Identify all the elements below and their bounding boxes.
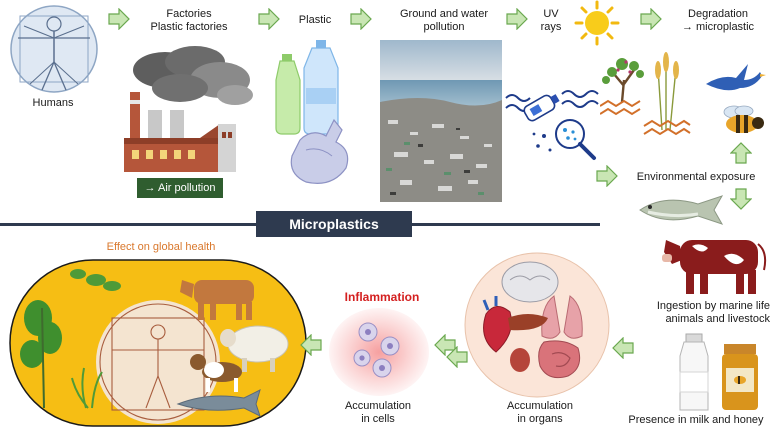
milk-honey-label: Presence in milk and honey [628, 414, 764, 426]
degradation-label: Degradation → microplastic [668, 8, 768, 34]
microplastics-banner: Microplastics [256, 211, 412, 237]
effect-on-global-health-label: Effect on global health [106, 241, 216, 253]
pollution-line-1: Ground and water [399, 8, 489, 20]
ingestion-line-1: Ingestion by marine life [656, 300, 770, 312]
bird-illustration [702, 54, 766, 98]
flow-arrow-down [730, 188, 752, 210]
ingestion-label: Ingestion by marine life animals and liv… [630, 300, 770, 326]
fish-illustration [634, 192, 726, 228]
uv-label: UV rays [536, 8, 566, 34]
plastic-label: Plastic [298, 14, 332, 26]
polluted-beach-photo [380, 40, 502, 202]
environmental-exposure-label: Environmental exposure [636, 171, 756, 183]
air-pollution-label: → Air pollution [144, 182, 216, 194]
humans-illustration [6, 4, 102, 94]
microplastic-scene-illustration [504, 80, 604, 170]
bee-illustration [714, 102, 768, 138]
degradation-line-2: → microplastic [681, 21, 755, 33]
cells-line-1: Accumulation [344, 400, 412, 412]
organs-line-2: in organs [517, 413, 563, 425]
plastic-bottles-illustration [272, 38, 362, 190]
flow-arrow-right [596, 165, 618, 187]
pollution-line-2: pollution [423, 21, 465, 33]
inflamed-cells-illustration [326, 306, 432, 398]
humans-label: Humans [32, 97, 74, 109]
air-pollution-box: → Air pollution [137, 178, 223, 198]
flow-arrow-up [730, 142, 752, 164]
pollution-label: Ground and water pollution [384, 8, 504, 34]
accumulation-organs-label: Accumulation in organs [494, 400, 586, 426]
uv-line-2: rays [540, 21, 562, 33]
flow-arrow-left [612, 337, 634, 359]
milk-bottle-illustration [674, 332, 714, 412]
flow-arrow-left [446, 346, 468, 368]
degradation-line-1: Degradation [688, 8, 748, 20]
factory-illustration [120, 40, 255, 175]
flow-arrow-right [108, 8, 130, 30]
factories-label: Factories Plastic factories [134, 8, 244, 34]
factories-line-2: Plastic factories [150, 21, 228, 33]
honey-jar-illustration [720, 342, 760, 412]
global-health-oval [8, 258, 308, 428]
inflammation-label: Inflammation [344, 290, 420, 304]
flow-arrow-left [300, 334, 322, 356]
ingestion-line-2: animals and livestock [665, 313, 770, 325]
organs-line-1: Accumulation [506, 400, 574, 412]
accumulation-cells-label: Accumulation in cells [332, 400, 424, 426]
plants-illustration [600, 50, 692, 138]
flow-arrow-right [506, 8, 528, 30]
uv-line-1: UV [543, 8, 559, 20]
factories-line-1: Factories [166, 8, 212, 20]
flow-arrow-right [258, 8, 280, 30]
microplastics-title: Microplastics [289, 216, 379, 232]
cells-line-2: in cells [361, 413, 395, 425]
flow-arrow-right [640, 8, 662, 30]
cow-illustration [662, 226, 770, 298]
organs-illustration [462, 252, 612, 398]
sun-icon [574, 0, 620, 46]
flow-arrow-right [350, 8, 372, 30]
